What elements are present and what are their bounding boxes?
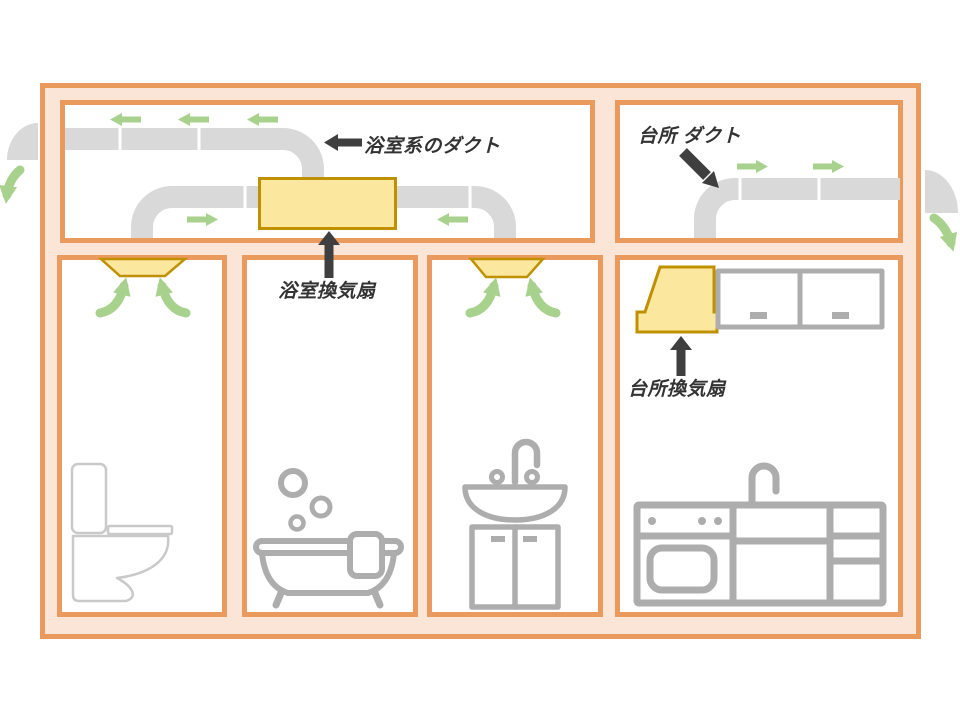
bath-duct-label: 浴室系のダクト: [364, 136, 501, 157]
airflow-arrow-icons: [737, 160, 844, 173]
kitchen-duct-system: [694, 160, 900, 238]
bath-duct-system: [65, 113, 516, 238]
bath-fan-label: 浴室換気扇: [278, 281, 376, 302]
kitchen-counter-icon: [633, 462, 887, 607]
vent-airflow-toilet-icon: [95, 277, 191, 318]
kitchen-fan-label: 台所換気扇: [628, 379, 726, 400]
exhaust-outlet-left-icon: [7, 123, 38, 160]
vent-airflow-washroom-icon: [465, 277, 561, 318]
toilet-icon: [70, 462, 174, 603]
duct-joints: [118, 128, 472, 208]
kitchen-duct-label: 台所 ダクト: [638, 126, 742, 147]
wall-cabinet-icon: [715, 268, 885, 330]
bath-fan-pointer-arrow-icon: [318, 231, 340, 278]
kitchen-duct-pointer-arrow-icon: [679, 148, 719, 188]
toilet-branch-duct: [131, 186, 258, 238]
sink-icon: [462, 438, 568, 610]
exhaust-outlet-right-icon: [925, 170, 958, 213]
airflow-arrow-icons: [110, 113, 468, 226]
range-hood-icon: [635, 265, 719, 334]
washroom-branch-duct: [397, 186, 516, 238]
duct-joints: [738, 178, 821, 200]
kitchen-fan-pointer-arrow-icon: [670, 336, 692, 376]
bath-fan-unit: [258, 177, 397, 230]
kitchen-main-duct: [694, 178, 900, 238]
exhaust-airflow-right-icon: [929, 213, 958, 252]
ceiling-vent-washroom-icon: [468, 257, 546, 279]
bath-main-duct: [65, 128, 324, 178]
exhaust-airflow-left-icon: [0, 165, 25, 204]
bathtub-icon: [253, 468, 404, 609]
ceiling-space-kitchen: [615, 100, 903, 243]
ceiling-vent-toilet-icon: [97, 257, 189, 278]
bath-duct-pointer-arrow-icon: [324, 134, 362, 151]
